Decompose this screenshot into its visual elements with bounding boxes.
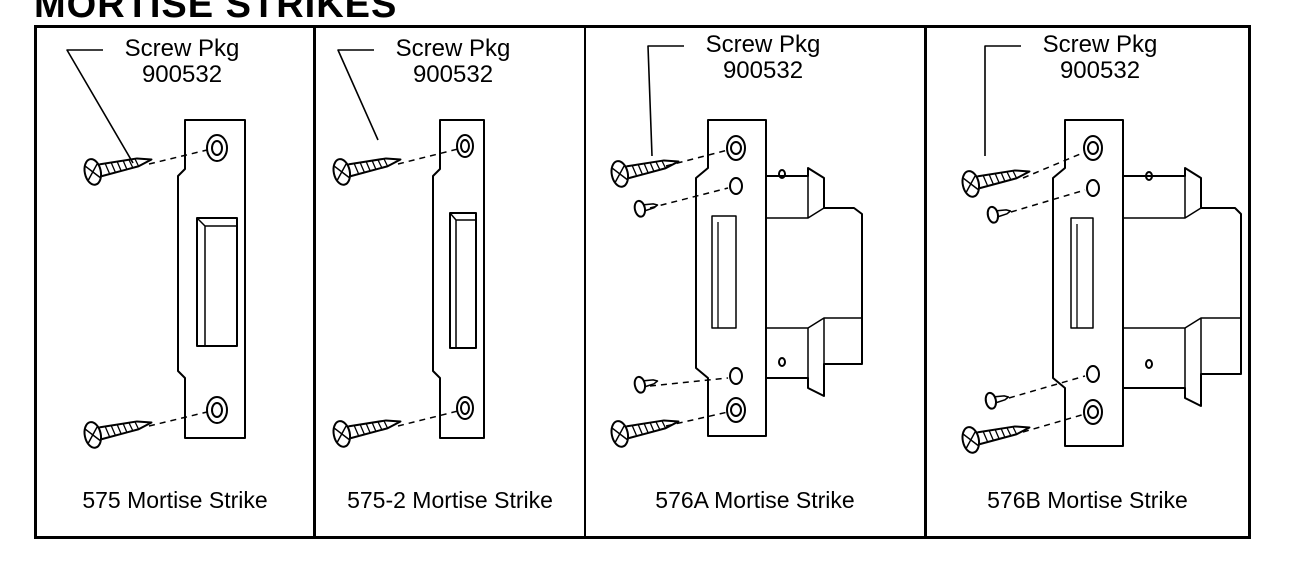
callout-part-number: 900532	[722, 57, 804, 84]
screw-hole	[1087, 366, 1099, 382]
callout-part-number: 900532	[1059, 57, 1141, 84]
callout-label: Screw Pkg	[705, 31, 821, 58]
screw-hole	[727, 398, 745, 422]
callout-leader	[985, 46, 1021, 156]
strike-576a-illustration	[586, 28, 924, 488]
strike-plate	[696, 120, 766, 436]
screw-hole	[1084, 136, 1102, 160]
screw-icon	[960, 415, 1032, 455]
screw-package-callout: Screw Pkg 900532	[678, 32, 848, 84]
panel-divider	[584, 25, 586, 539]
callout-label: Screw Pkg	[1042, 31, 1158, 58]
small-screw-icon	[633, 373, 659, 393]
small-screw-icon	[986, 203, 1012, 223]
strike-576b-illustration	[927, 28, 1248, 488]
diagram-frame	[34, 25, 1251, 539]
screw-hole	[730, 368, 742, 384]
panel-575: Screw Pkg 900532 575 Mortise Strike	[37, 28, 313, 536]
strike-caption: 576B Mortise Strike	[987, 487, 1188, 513]
callout-label: Screw Pkg	[395, 35, 511, 62]
strike-caption: 575 Mortise Strike	[82, 487, 268, 513]
callout-part-number: 900532	[141, 61, 223, 88]
panel-divider	[924, 25, 927, 539]
latch-opening	[197, 218, 237, 346]
small-screw-icon	[984, 389, 1010, 409]
screw-icon	[960, 159, 1032, 199]
panel-divider	[313, 25, 316, 539]
screw-hole	[1084, 400, 1102, 424]
callout-label: Screw Pkg	[124, 35, 240, 62]
screw-icon	[82, 410, 154, 450]
callout-leader	[648, 46, 684, 156]
latch-opening	[450, 213, 476, 348]
screw-hole	[457, 397, 473, 419]
screw-icon	[331, 147, 403, 187]
callout-part-number: 900532	[412, 61, 494, 88]
strike-plate	[178, 120, 245, 438]
strike-plate	[1053, 120, 1123, 446]
screw-icon	[609, 409, 681, 449]
small-screw-icon	[633, 197, 659, 217]
screw-icon	[82, 147, 154, 187]
strike-575-2-illustration	[316, 28, 584, 488]
screw-hole	[207, 397, 227, 423]
panel-575-2: Screw Pkg 900532 575-2 Mortise Strike	[316, 28, 584, 536]
strike-caption: 576A Mortise Strike	[655, 487, 855, 513]
page-title: MORTISE STRIKES	[34, 0, 398, 26]
screw-hole	[207, 135, 227, 161]
strike-caption: 575-2 Mortise Strike	[347, 487, 553, 513]
strike-plate	[433, 120, 484, 438]
panel-576a: Screw Pkg 900532 576A Mortise Strike	[586, 28, 924, 536]
screw-hole	[457, 135, 473, 157]
callout-leader	[67, 50, 133, 163]
screw-icon	[609, 149, 681, 189]
screw-hole	[727, 136, 745, 160]
screw-icon	[331, 409, 403, 449]
housing-body	[1123, 168, 1241, 406]
screw-package-callout: Screw Pkg 900532	[368, 36, 538, 88]
screw-package-callout: Screw Pkg 900532	[97, 36, 267, 88]
callout-leader	[338, 50, 378, 140]
housing-body	[766, 168, 862, 396]
strike-575-illustration	[37, 28, 313, 488]
screw-hole	[730, 178, 742, 194]
screw-package-callout: Screw Pkg 900532	[1015, 32, 1185, 84]
screw-hole	[1087, 180, 1099, 196]
panel-576b: Screw Pkg 900532 576B Mortise Strike	[927, 28, 1248, 536]
